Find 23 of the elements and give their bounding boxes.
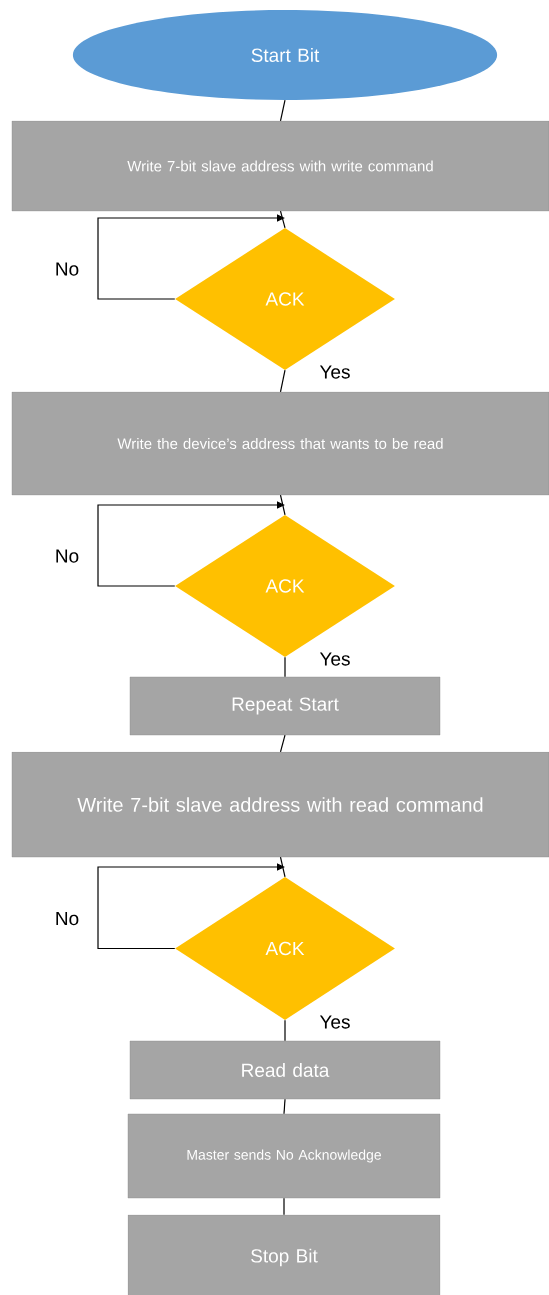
loop-arrow [97, 214, 285, 300]
process-box: Repeat Start [129, 676, 441, 736]
connector-line [284, 656, 286, 678]
process-box: Write 7-bit slave address with write command [11, 120, 549, 212]
connector-line [279, 734, 286, 753]
connector-line [283, 1098, 286, 1115]
edge-label: No [56, 911, 79, 926]
edge-label: No [56, 549, 79, 563]
connector-line [279, 210, 286, 229]
connector-line [279, 369, 286, 393]
process-box: Stop Bit [127, 1214, 441, 1295]
connector-line [279, 856, 286, 878]
loop-arrow [97, 863, 285, 950]
process-box: Master sends No Acknowledge [127, 1113, 441, 1199]
connector-line [279, 494, 286, 516]
connector-line [283, 1197, 285, 1216]
process-box: Write 7-bit slave address with read command [11, 751, 549, 858]
connector-line [284, 1019, 286, 1042]
edge-label: No [56, 262, 79, 276]
connector-line [279, 99, 286, 122]
process-box: Read data [129, 1040, 441, 1100]
process-box: Write the device’s address that wants to be read [11, 391, 549, 496]
loop-arrow [97, 501, 285, 587]
